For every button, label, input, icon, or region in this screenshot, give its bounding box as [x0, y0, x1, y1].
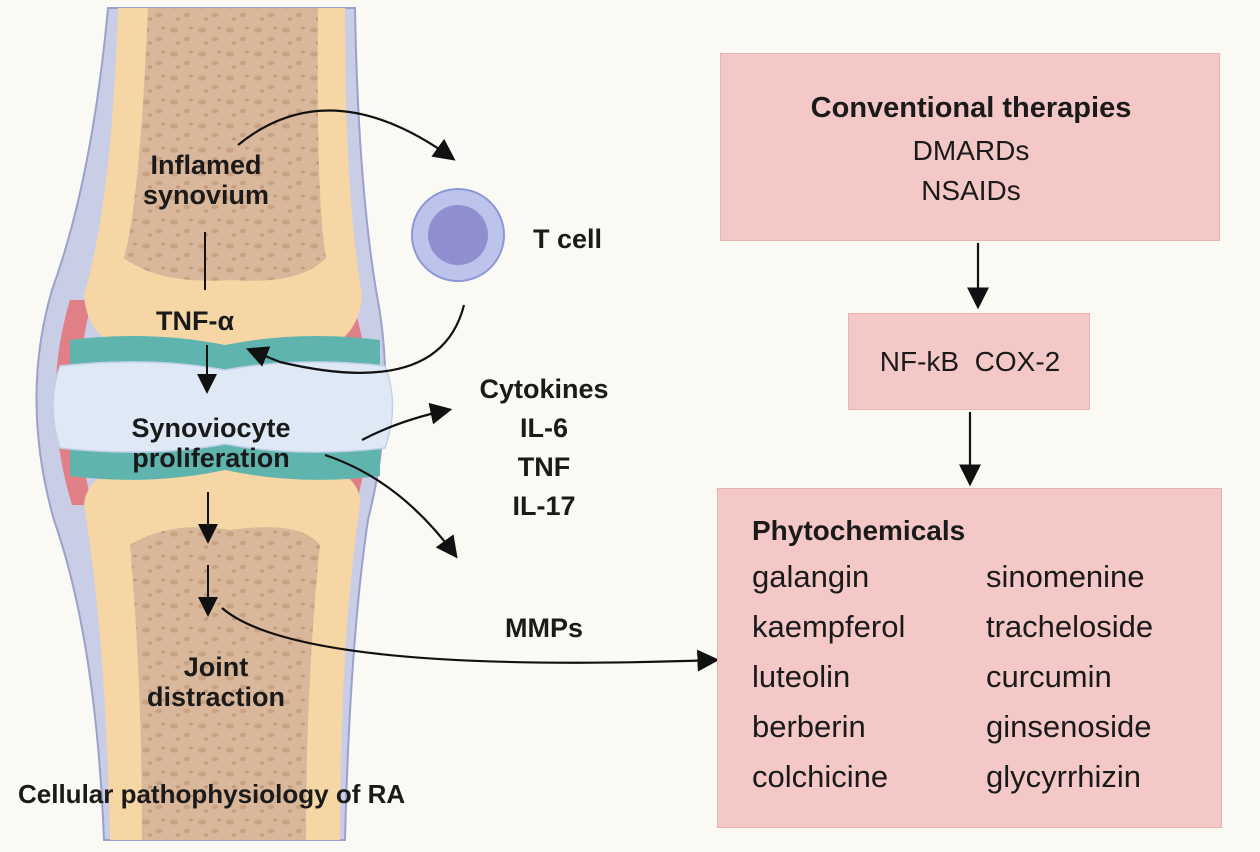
- diagram-caption: Cellular pathophysiology of RA: [18, 779, 406, 809]
- t-cell-nucleus: [428, 205, 488, 265]
- therapy-item-nsaids: NSAIDs: [921, 175, 1021, 206]
- arrow-synovium-to-tcell: [237, 109, 456, 161]
- label-mmps: MMPs: [505, 613, 584, 643]
- phytochemicals-list-right: sinomenine tracheloside curcumin ginseno…: [986, 552, 1153, 802]
- phytochemical-item: colchicine: [752, 759, 889, 794]
- label-joint-distraction: Joint distraction: [126, 652, 306, 712]
- phytochemicals-list-left: galangin kaempferol luteolin berberin co…: [752, 552, 905, 802]
- conventional-therapies-box: Conventional therapies DMARDs NSAIDs: [720, 53, 1220, 241]
- targets-label: NF-kB COX-2: [879, 346, 1061, 377]
- arrow-tcell-to-tnf: [245, 304, 466, 374]
- phytochemical-item: berberin: [752, 709, 866, 744]
- phytochemical-item: sinomenine: [986, 559, 1145, 594]
- label-distraction-line: distraction: [146, 682, 286, 713]
- arrow-to-cytokines: [361, 402, 453, 441]
- cytokine-item: TNF: [517, 452, 571, 482]
- cytokine-item: IL-17: [512, 491, 576, 521]
- label-tnf-alpha: TNF-α: [156, 306, 235, 336]
- therapy-item-dmards: DMARDs: [912, 135, 1030, 166]
- cytokines-block: Cytokines IL-6 TNF IL-17: [464, 370, 624, 526]
- label-proliferation-line: proliferation: [132, 443, 290, 474]
- cytokines-title: Cytokines: [479, 374, 609, 404]
- label-synovium-line: synovium: [142, 180, 270, 211]
- conventional-therapies-title: Conventional therapies: [810, 92, 1132, 124]
- cytokine-item: IL-6: [519, 413, 568, 443]
- upper-bone-texture: [124, 8, 326, 281]
- label-synoviocyte-line: Synoviocyte: [131, 413, 291, 443]
- phytochemical-item: tracheloside: [986, 609, 1154, 644]
- label-t-cell: T cell: [533, 224, 603, 254]
- targets-box: NF-kB COX-2: [848, 313, 1090, 410]
- phytochemicals-box: Phytochemicals galangin kaempferol luteo…: [717, 488, 1222, 828]
- phytochemical-item: kaempferol: [752, 609, 906, 644]
- label-inflamed-line: Inflamed: [150, 150, 262, 180]
- phytochemical-item: luteolin: [752, 659, 851, 694]
- arrow-to-phytochemicals: [221, 607, 720, 672]
- phytochemical-item: ginsenoside: [986, 709, 1152, 744]
- label-joint-line: Joint: [183, 652, 249, 682]
- phytochemical-item: glycyrrhizin: [986, 759, 1142, 794]
- label-synoviocyte-proliferation: Synoviocyte proliferation: [106, 413, 316, 473]
- label-inflamed-synovium: Inflamed synovium: [126, 150, 286, 210]
- arrow-to-mmps: [324, 453, 458, 559]
- lower-bone-texture: [130, 527, 320, 840]
- phytochemical-item: galangin: [752, 559, 870, 594]
- phytochemicals-title: Phytochemicals: [752, 515, 966, 546]
- synovial-fluid: [52, 361, 394, 453]
- phytochemical-item: curcumin: [986, 659, 1112, 694]
